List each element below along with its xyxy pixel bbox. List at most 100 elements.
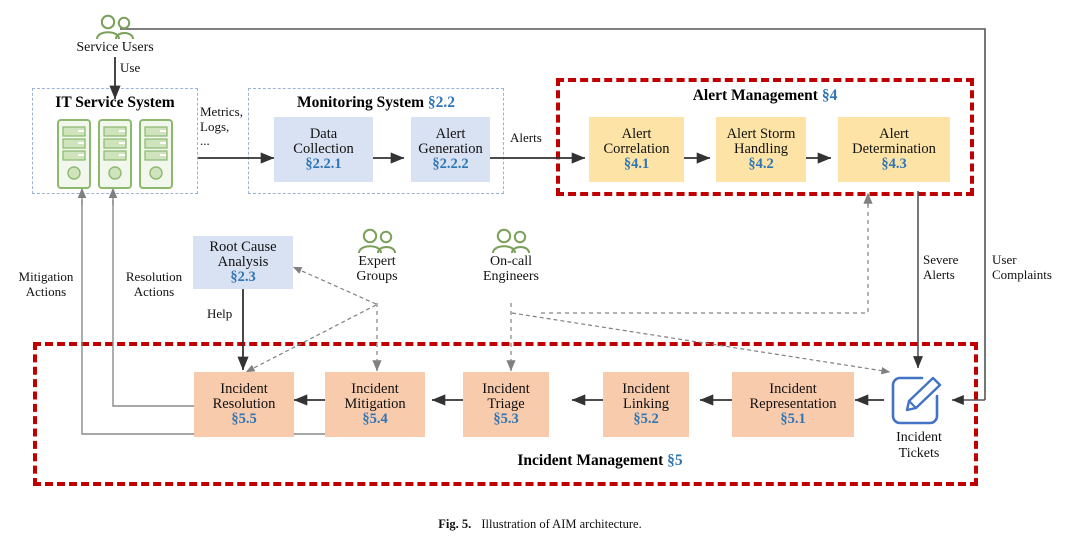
edge-label-help-text: Help (207, 306, 233, 321)
incident-management-title-text: Incident Management (517, 452, 664, 469)
node-alert-correlation[interactable]: Alert Correlation §4.1 (589, 117, 684, 182)
node-alert-storm-handling[interactable]: Alert Storm Handling §4.2 (716, 117, 806, 182)
node-root-cause-analysis-line1: Root Cause (209, 238, 277, 255)
edge-label-user-complaints-line1: User (992, 252, 1017, 267)
ticket-pencil-icon (891, 376, 942, 425)
node-alert-correlation-line1: Alert (621, 125, 652, 142)
figure-caption-label: Fig. 5. (438, 517, 472, 531)
edge-label-metrics: Metrics, Logs, ... (200, 104, 248, 149)
monitoring-system-title: Monitoring System §2.2 (248, 94, 504, 112)
actor-expert-groups-line2: Groups (356, 269, 398, 285)
edge-label-mitigation-actions: Mitigation Actions (12, 269, 80, 299)
node-alert-generation-line2: Generation (418, 140, 483, 157)
node-incident-linking-line1: Incident (622, 380, 670, 397)
alert-management-section: §4 (821, 87, 838, 104)
edge-label-mitigation-actions-line1: Mitigation (18, 269, 74, 284)
incident-tickets-line1: Incident (896, 430, 942, 445)
it-service-system-title-text: IT Service System (55, 94, 175, 111)
node-alert-correlation-section: §4.1 (623, 156, 650, 173)
node-incident-representation-line2: Representation (749, 395, 837, 412)
actor-label-service-users: Service Users (60, 40, 170, 55)
edge-label-severe-alerts: Severe Alerts (923, 252, 983, 282)
node-incident-representation-line1: Incident (769, 380, 817, 397)
node-incident-resolution[interactable]: Incident Resolution §5.5 (194, 372, 294, 437)
edge-label-metrics-line3: ... (200, 133, 210, 149)
node-alert-correlation-line2: Correlation (603, 140, 670, 157)
monitoring-system-title-text: Monitoring System (296, 94, 424, 111)
node-incident-representation-section: §5.1 (780, 411, 806, 428)
node-incident-resolution-section: §5.5 (231, 411, 257, 428)
edge-label-resolution-actions-line2: Actions (133, 283, 175, 299)
node-alert-generation-line1: Alert (435, 125, 466, 142)
node-root-cause-analysis-line2: Analysis (217, 253, 269, 270)
alert-management-title-text: Alert Management (692, 87, 818, 104)
node-incident-linking[interactable]: Incident Linking §5.2 (603, 372, 689, 437)
actor-expert-groups-line1: Expert (358, 254, 396, 269)
node-alert-generation-section: §2.2.2 (432, 156, 469, 173)
actor-service-users-line1: Service Users (76, 40, 154, 55)
node-incident-triage-line2: Triage (487, 395, 525, 412)
node-incident-triage-line1: Incident (482, 380, 530, 397)
node-incident-mitigation-section: §5.4 (362, 411, 388, 428)
figure-caption-text: Illustration of AIM architecture. (481, 517, 642, 531)
node-incident-mitigation-line1: Incident (351, 380, 399, 397)
server-rack-group (56, 118, 176, 195)
edge-label-resolution-actions-line1: Resolution (125, 269, 183, 284)
node-root-cause-analysis-section: §2.3 (230, 269, 256, 286)
edge-label-severe-alerts-line2: Alerts (923, 266, 955, 282)
incident-tickets-label: Incident Tickets (864, 430, 974, 461)
actor-label-oncall-engineers: On-call Engineers (456, 254, 566, 285)
node-incident-mitigation-line2: Mitigation (344, 395, 406, 412)
node-incident-resolution-line1: Incident (220, 380, 268, 397)
node-data-collection-line1: Data (309, 125, 338, 142)
node-incident-triage-section: §5.3 (493, 411, 519, 428)
node-alert-generation[interactable]: Alert Generation §2.2.2 (411, 117, 490, 182)
node-incident-mitigation[interactable]: Incident Mitigation §5.4 (325, 372, 425, 437)
edge-label-user-complaints-line2: Complaints (992, 266, 1052, 282)
people-icon (358, 228, 396, 254)
node-data-collection-line2: Collection (293, 140, 354, 157)
node-alert-determination[interactable]: Alert Determination §4.3 (838, 117, 950, 182)
edge-label-use-text: Use (120, 60, 141, 75)
edge-label-alerts-text: Alerts (510, 130, 542, 145)
node-alert-determination-section: §4.3 (881, 156, 907, 173)
edge-label-resolution-actions: Resolution Actions (117, 269, 191, 299)
actor-oncall-line2: Engineers (483, 269, 539, 285)
monitoring-system-section: §2.2 (427, 94, 455, 111)
edge-label-user-complaints: User Complaints (992, 252, 1074, 282)
it-service-system-title: IT Service System (32, 94, 198, 112)
node-data-collection[interactable]: Data Collection §2.2.1 (274, 117, 373, 182)
node-incident-linking-line2: Linking (623, 395, 669, 412)
alert-management-title: Alert Management §4 (556, 87, 974, 105)
actor-oncall-line1: On-call (490, 254, 532, 269)
figure-caption: Fig. 5. Illustration of AIM architecture… (0, 517, 1080, 532)
people-icon (492, 228, 530, 254)
incident-management-title: Incident Management §5 (420, 452, 780, 470)
node-alert-determination-line2: Determination (852, 140, 936, 157)
edge-label-mitigation-actions-line2: Actions (25, 283, 67, 299)
node-alert-storm-handling-line1: Alert Storm (726, 125, 796, 142)
node-alert-storm-handling-section: §4.2 (748, 156, 774, 173)
actor-service-users: Service Users (60, 14, 170, 55)
incident-tickets-group[interactable] (888, 372, 950, 435)
node-alert-storm-handling-line2: Handling (734, 140, 788, 157)
actor-expert-groups: Expert Groups (322, 228, 432, 285)
node-incident-representation[interactable]: Incident Representation §5.1 (732, 372, 854, 437)
edge-label-use: Use (120, 60, 141, 76)
people-icon (96, 14, 134, 40)
node-incident-triage[interactable]: Incident Triage §5.3 (463, 372, 549, 437)
actor-label-expert-groups: Expert Groups (322, 254, 432, 285)
node-root-cause-analysis[interactable]: Root Cause Analysis §2.3 (193, 236, 293, 289)
edge-label-metrics-line1: Metrics, (200, 104, 243, 119)
incident-tickets-line2: Tickets (898, 445, 940, 461)
actor-oncall-engineers: On-call Engineers (456, 228, 566, 285)
node-incident-linking-section: §5.2 (633, 411, 659, 428)
edge-label-metrics-line2: Logs, (200, 118, 230, 134)
edge-label-alerts: Alerts (510, 130, 542, 146)
node-incident-resolution-line2: Resolution (212, 395, 276, 412)
node-data-collection-section: §2.2.1 (305, 156, 342, 173)
edge-label-help: Help (207, 306, 233, 322)
incident-management-section: §5 (667, 452, 683, 469)
node-alert-determination-line1: Alert (879, 125, 909, 142)
